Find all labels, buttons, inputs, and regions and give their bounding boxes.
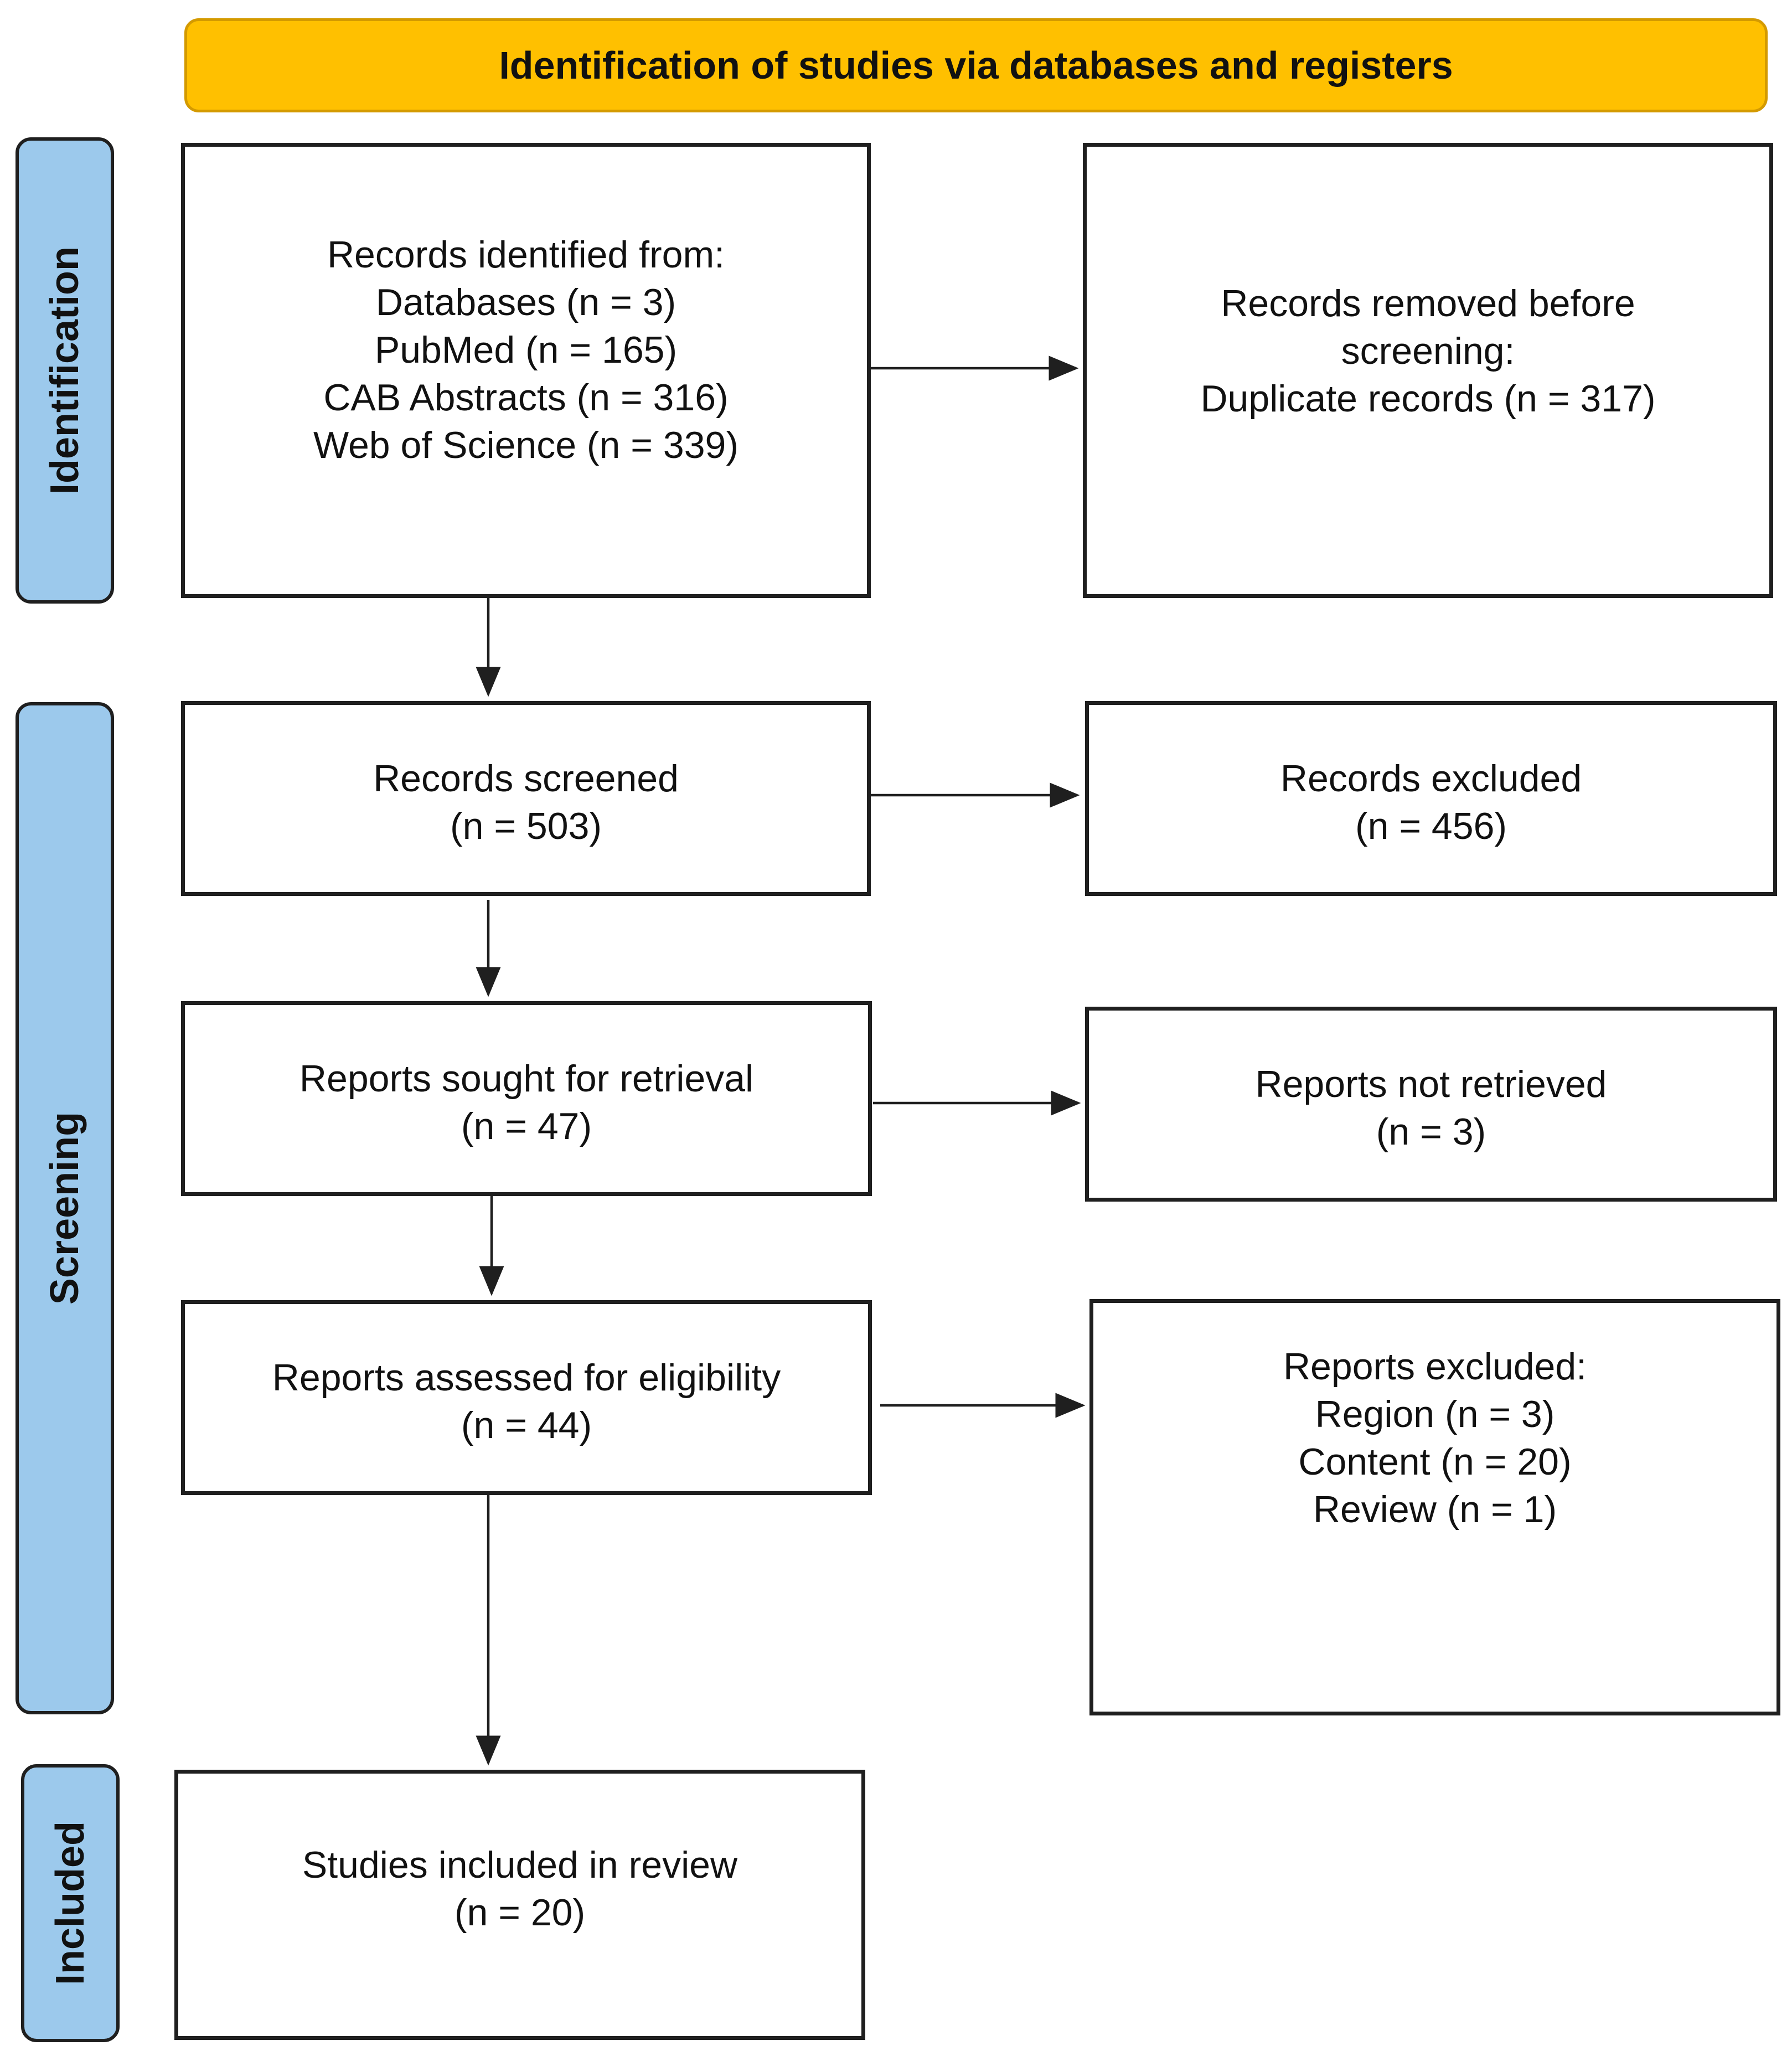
reports-sought-box: Reports sought for retrieval (n = 47) [181,1001,872,1196]
studies-included-box: Studies included in review (n = 20) [174,1770,865,2040]
reports-not-retrieved-box: Reports not retrieved (n = 3) [1085,1007,1777,1202]
box-line: Review (n = 1) [1313,1488,1557,1531]
box-line: (n = 47) [461,1105,592,1147]
reports-assessed-box: Reports assessed for eligibility (n = 44… [181,1300,872,1495]
box-line: Duplicate records (n = 317) [1200,378,1656,420]
box-line: Records identified from: [327,234,725,276]
box-line: Records removed before [1221,282,1635,324]
records-screened-box: Records screened (n = 503) [181,701,871,896]
box-line: screening: [1341,330,1515,372]
box-line: (n = 3) [1376,1111,1486,1153]
header-banner: Identification of studies via databases … [184,18,1768,112]
box-line: Studies included in review [302,1844,738,1886]
box-line: (n = 503) [450,805,602,847]
box-line: Content (n = 20) [1298,1441,1572,1483]
box-line: Records excluded [1280,758,1582,800]
box-line: Web of Science (n = 339) [313,424,739,466]
box-line: Region (n = 3) [1315,1393,1555,1435]
box-line: CAB Abstracts (n = 316) [323,377,729,419]
box-line: Reports excluded: [1283,1346,1587,1388]
reports-excluded-box: Reports excluded: Region (n = 3) Content… [1089,1299,1780,1715]
box-line: (n = 20) [454,1892,586,1934]
phase-screening: Screening [16,702,114,1714]
box-line: Reports sought for retrieval [299,1058,754,1100]
records-removed-box: Records removed before screening: Duplic… [1083,143,1773,598]
box-line: Reports not retrieved [1255,1063,1607,1105]
box-line: (n = 44) [461,1404,592,1446]
box-line: PubMed (n = 165) [374,329,678,371]
header-title: Identification of studies via databases … [499,44,1453,87]
phase-included: Included [21,1764,120,2042]
box-line: Databases (n = 3) [375,281,676,323]
records-excluded-box: Records excluded (n = 456) [1085,701,1777,896]
box-line: (n = 456) [1355,805,1507,847]
box-line: Records screened [373,758,679,800]
records-identified-box: Records identified from: Databases (n = … [181,143,871,598]
phase-identification: Identification [16,137,114,604]
box-line: Reports assessed for eligibility [272,1357,781,1399]
